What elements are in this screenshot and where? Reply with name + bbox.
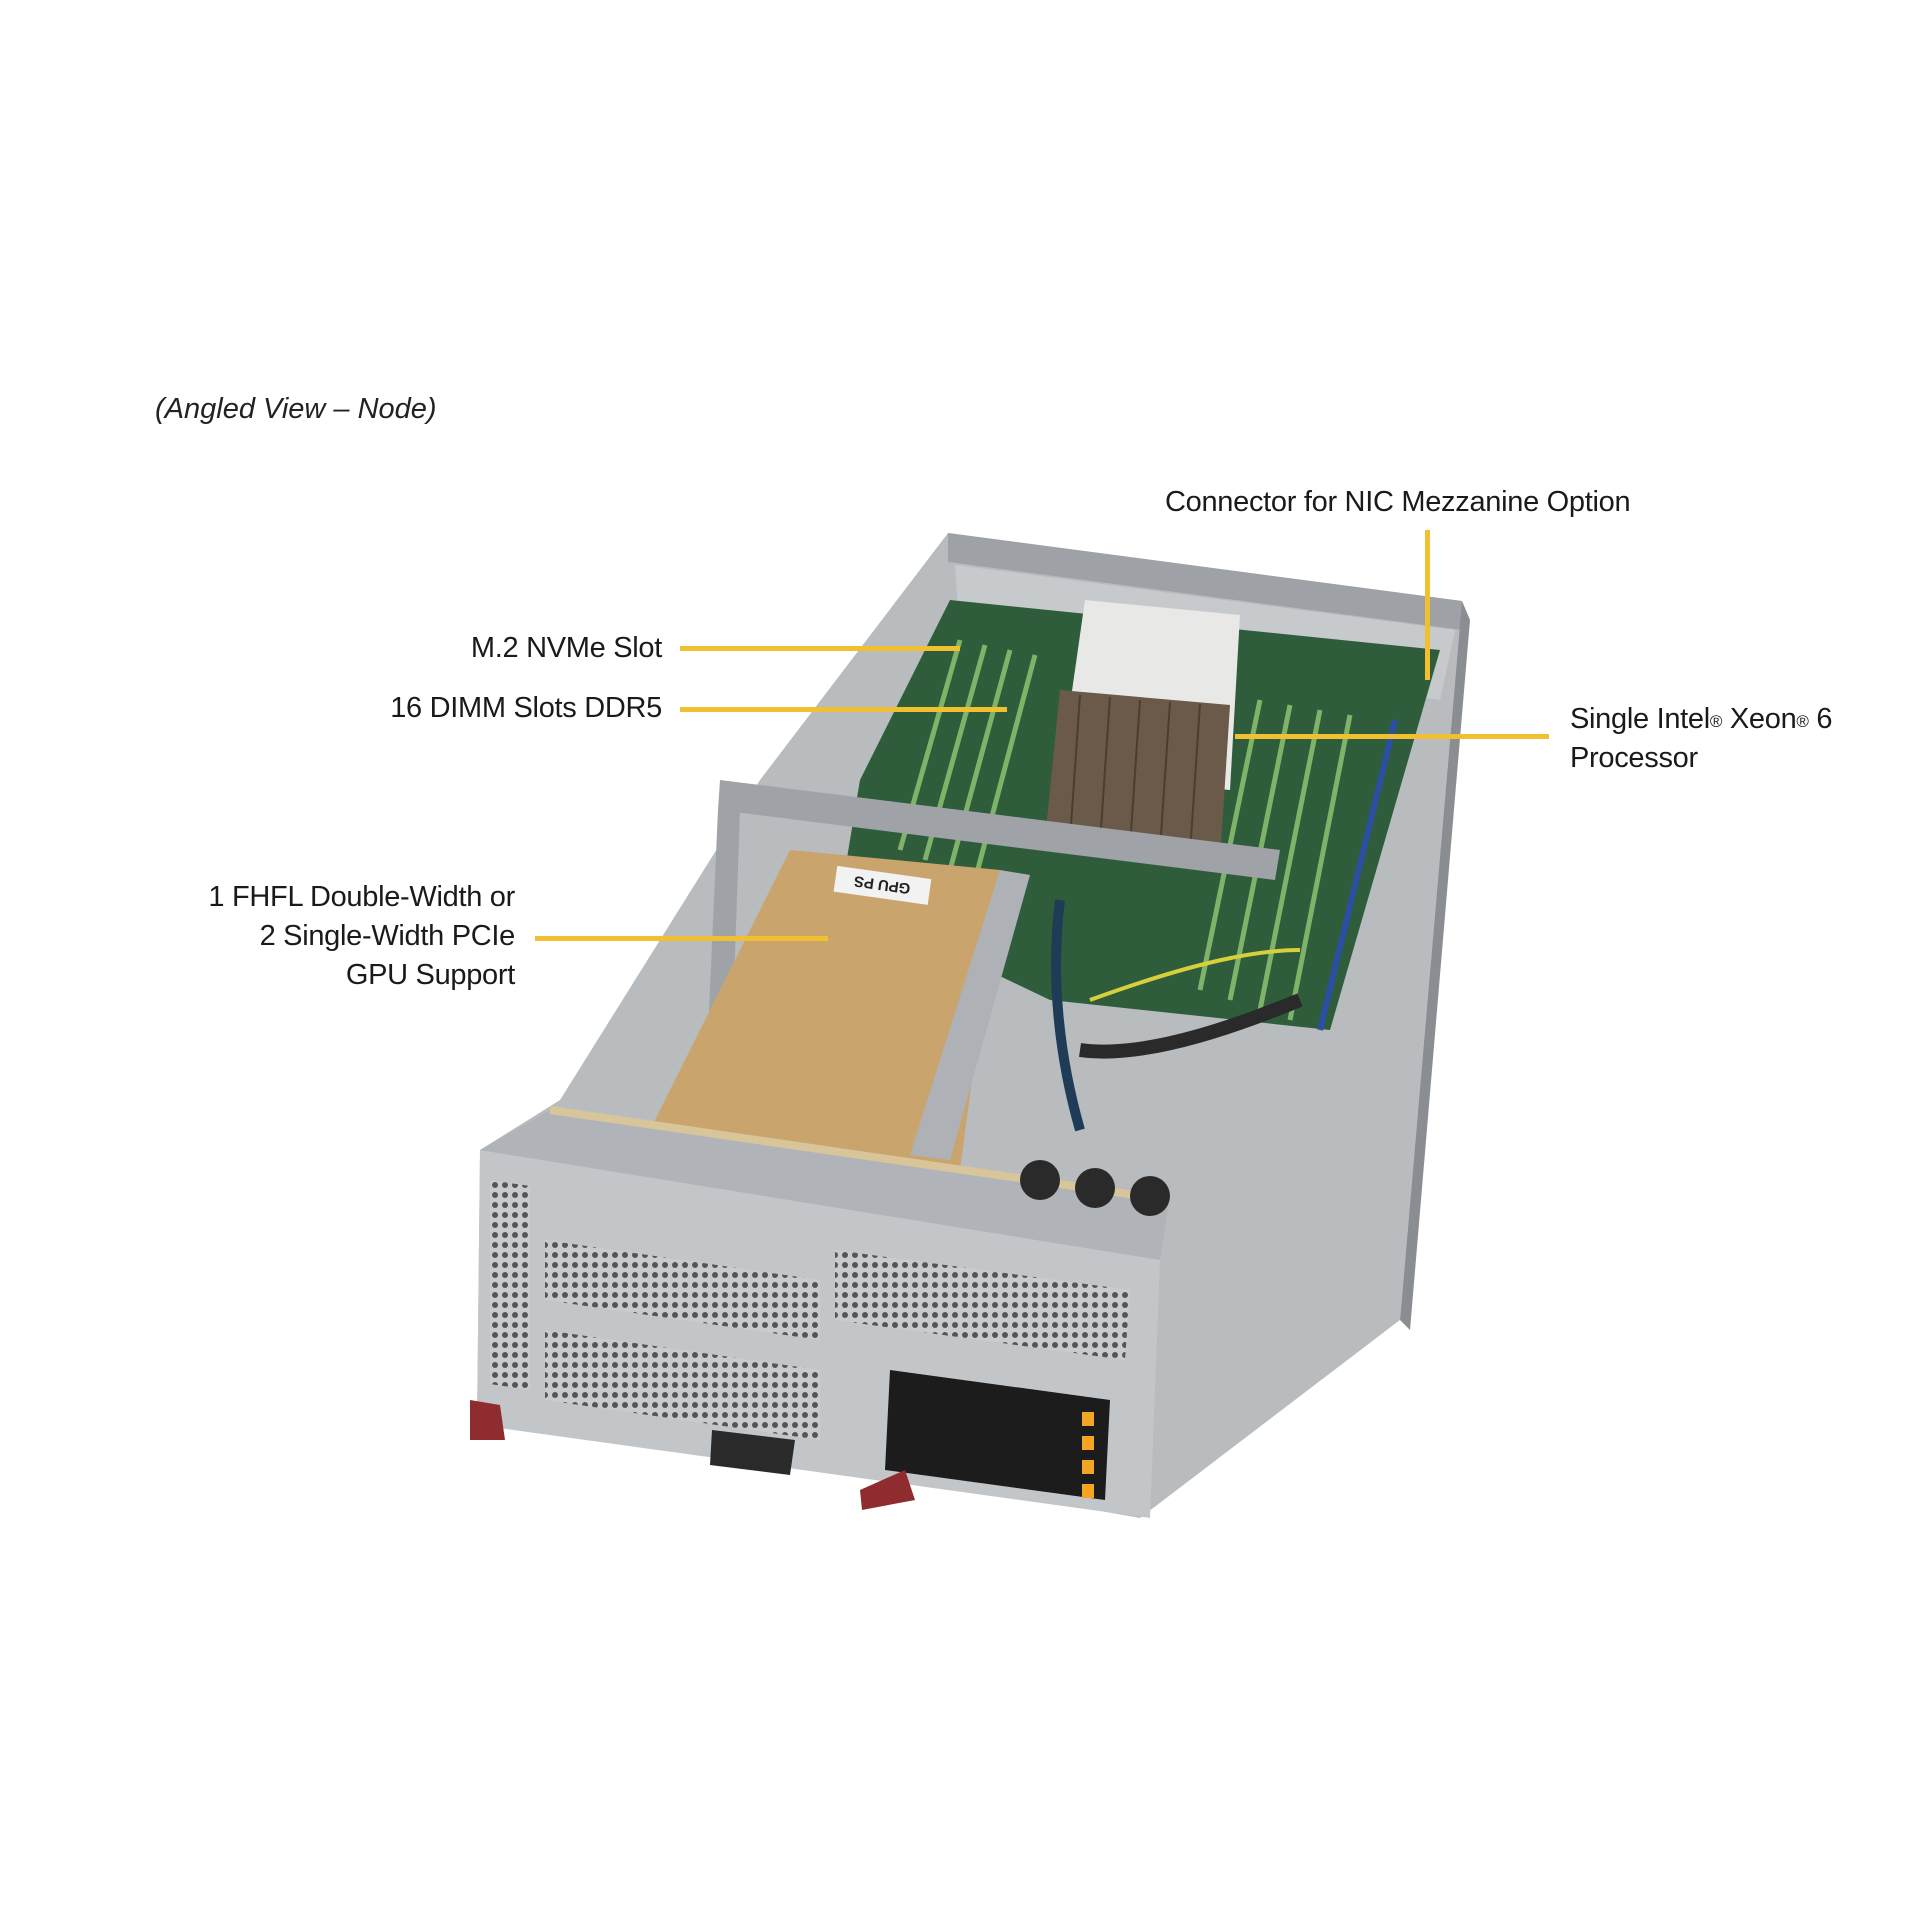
gpu-leader-line	[535, 936, 828, 941]
dimm-leader-line	[680, 707, 1007, 712]
figure-title: (Angled View – Node)	[155, 393, 437, 425]
gpu-support-label: 1 FHFL Double-Width or 2 Single-Width PC…	[208, 881, 515, 991]
cpu-leader-line	[1235, 734, 1549, 739]
nic-leader-line	[1425, 530, 1430, 680]
dimm-slots-label: 16 DIMM Slots DDR5	[390, 692, 662, 724]
nic-mezzanine-label: Connector for NIC Mezzanine Option	[1165, 486, 1631, 518]
m2-leader-line	[680, 646, 960, 651]
m2-nvme-label: M.2 NVMe Slot	[470, 632, 662, 664]
processor-label: Single Intel® Xeon® 6 Processor	[1570, 703, 1833, 774]
